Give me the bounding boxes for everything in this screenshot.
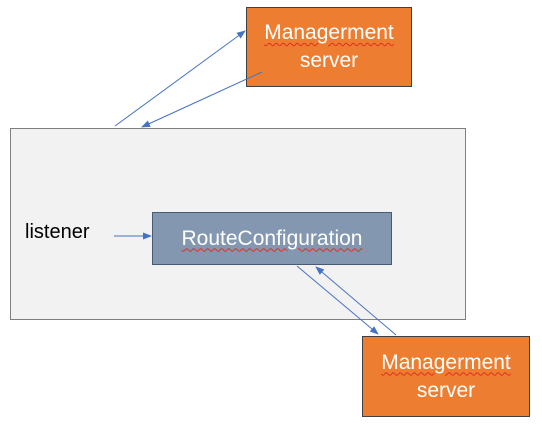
arrow-container-to-management-top (114, 30, 246, 127)
management-server-bottom: Managerment server (362, 336, 530, 417)
arrow-management-bottom-to-route-configuration (315, 266, 397, 336)
management-server-bottom-line1: Managerment (381, 350, 511, 374)
management-server-top-line1: Managerment (264, 21, 394, 44)
route-configuration-box: RouteConfiguration (152, 212, 392, 265)
arrow-management-top-to-container (141, 71, 263, 128)
management-server-top: Managerment server (246, 7, 412, 87)
route-configuration-label: RouteConfiguration (181, 226, 363, 250)
management-server-top-line2: server (299, 49, 359, 72)
listener-label: listener (25, 221, 90, 243)
arrow-route-configuration-to-management-bottom (296, 265, 379, 335)
management-server-bottom-line2: server (416, 378, 476, 402)
